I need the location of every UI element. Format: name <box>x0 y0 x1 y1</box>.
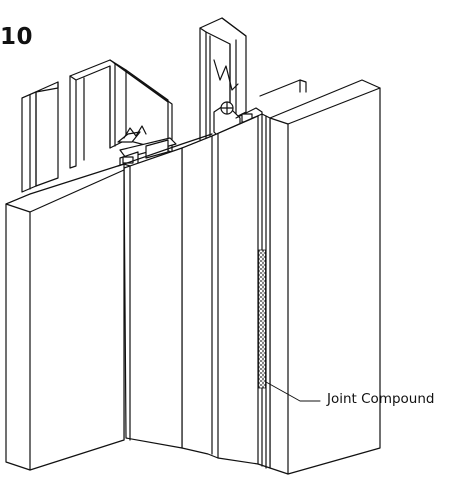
joint-compound-fill <box>258 249 266 389</box>
figure-number: 10 <box>0 24 34 50</box>
joint-reveal <box>181 113 271 469</box>
callout-leader <box>265 381 321 402</box>
callout-joint-compound: Joint Compound <box>327 391 435 407</box>
top-edge <box>123 133 213 165</box>
middle-panel <box>123 147 183 449</box>
right-tall-stud <box>199 17 263 147</box>
left-panel <box>5 163 131 471</box>
right-panel <box>269 79 381 475</box>
right-channel <box>259 79 307 97</box>
left-stud <box>21 81 59 193</box>
left-clip <box>117 125 177 173</box>
